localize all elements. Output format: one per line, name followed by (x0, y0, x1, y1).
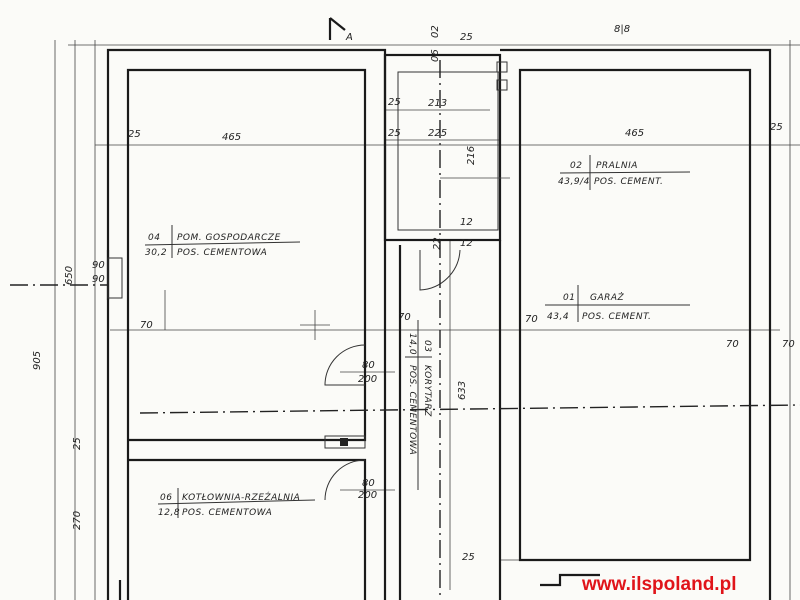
dim-top: 06 (430, 49, 441, 62)
dim-bottom: 25 (462, 552, 475, 563)
dim-70: 70 (140, 320, 153, 331)
svg-text:14,0: 14,0 (407, 333, 417, 355)
svg-text:02: 02 (570, 161, 582, 171)
watermark: www.ilspoland.pl (581, 574, 736, 595)
svg-text:KORYTARZ: KORYTARZ (422, 365, 432, 417)
dim-top: 25 (460, 32, 473, 43)
svg-text:POS. CEMENT.: POS. CEMENT. (594, 177, 663, 187)
dim-top: 02 (430, 25, 441, 38)
room-label-06: 06 KOTŁOWNIA-RZEŹALNIA 12,8 POS. CEMENTO… (157, 488, 316, 518)
room-label-02: 02 PRALNIA 43,9/4 POS. CEMENT. (558, 155, 691, 190)
dim-70: 70 (525, 314, 538, 325)
dim-wall-left: 25 (128, 129, 141, 140)
room-label-01: 01 GARAŻ 43,4 POS. CEMENT. (545, 285, 690, 322)
dim-door: 22 (432, 237, 443, 250)
dim-wall-right: 25 (770, 122, 783, 133)
dim-wall: 25 (72, 437, 83, 450)
svg-text:KOTŁOWNIA-RZEŹALNIA: KOTŁOWNIA-RZEŹALNIA (182, 491, 300, 503)
dim-70: 70 (398, 312, 411, 323)
chimney-icon (340, 438, 348, 446)
section-marker: A (328, 17, 353, 43)
svg-text:POS. CEMENTOWA: POS. CEMENTOWA (177, 248, 267, 258)
svg-text:43,9/4: 43,9/4 (558, 177, 590, 187)
dim-room-width: 225 (428, 128, 447, 139)
svg-text:06: 06 (160, 493, 172, 503)
section-label: A (345, 32, 353, 43)
svg-text:POS. CEMENTOWA: POS. CEMENTOWA (182, 508, 272, 518)
svg-text:04: 04 (148, 233, 160, 243)
dim-door-height: 200 (358, 490, 377, 501)
svg-text:GARAŻ: GARAŻ (590, 292, 625, 303)
dim-corridor-length: 633 (457, 381, 468, 400)
svg-text:POM. GOSPODARCZE: POM. GOSPODARCZE (177, 233, 281, 243)
walls (106, 48, 772, 600)
svg-text:PRALNIA: PRALNIA (596, 161, 638, 171)
svg-text:43,4: 43,4 (547, 312, 569, 322)
dim-door-height: 200 (358, 374, 377, 385)
svg-text:POS. CEMENT.: POS. CEMENT. (582, 312, 651, 322)
dim-wall: 25 (388, 97, 401, 108)
dim-door-width: 80 (362, 360, 375, 371)
dim-height: 270 (72, 511, 83, 530)
dim-room-width: 213 (428, 98, 447, 109)
dim-room-height: 216 (466, 146, 477, 165)
dim-garage-width: 465 (625, 128, 644, 139)
room-label-04: 04 POM. GOSPODARCZE 30,2 POS. CEMENTOWA (144, 225, 301, 258)
svg-text:30,2: 30,2 (145, 248, 167, 258)
dim-top: 8|8 (614, 24, 630, 35)
doors (324, 249, 461, 501)
dim-height: 650 (64, 266, 75, 285)
dim-70: 70 (726, 339, 739, 350)
dim-window: 90 (92, 260, 105, 271)
svg-text:POS. CEMENTOWA: POS. CEMENTOWA (407, 365, 417, 455)
dim-door: 12 (460, 238, 473, 249)
dim-wall: 25 (388, 128, 401, 139)
svg-text:01: 01 (563, 293, 575, 303)
axis-lines (10, 60, 800, 600)
dim-room04-width: 465 (222, 132, 241, 143)
svg-text:12,8: 12,8 (158, 508, 180, 518)
dim-height: 905 (32, 351, 43, 370)
room-label-03: 03 KORYTARZ 14,0 POS. CEMENTOWA (405, 320, 432, 490)
dim-door-width: 80 (362, 478, 375, 489)
dim-window: 90 (92, 274, 105, 285)
dim-door: 12 (460, 217, 473, 228)
svg-text:03: 03 (422, 340, 432, 352)
dim-70: 70 (782, 339, 795, 350)
